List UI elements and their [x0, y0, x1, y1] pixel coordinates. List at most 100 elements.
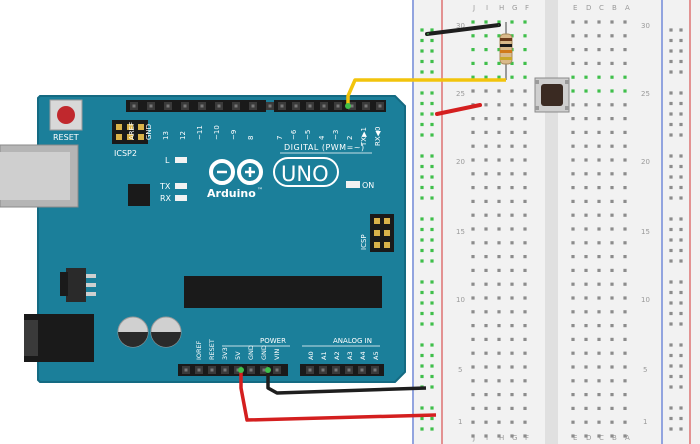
breadboard-hole — [484, 241, 488, 245]
breadboard-hole — [584, 282, 588, 286]
breadboard-hole — [597, 20, 601, 24]
breadboard-hole — [584, 213, 588, 217]
led-rx — [175, 195, 187, 201]
breadboard-hole — [497, 103, 501, 107]
rail-hole — [679, 28, 683, 32]
breadboard-hole — [597, 296, 601, 300]
rail-hole — [679, 185, 683, 190]
breadboard-hole — [610, 34, 614, 38]
breadboard-hole — [584, 351, 588, 355]
wire-end — [345, 103, 351, 109]
pin-label-vin: VIN — [273, 349, 281, 360]
breadboard-hole — [497, 75, 501, 79]
uno-badge — [273, 157, 339, 187]
row-number: 20 — [456, 158, 465, 166]
rail-hole — [669, 38, 673, 43]
wire-black-rail-top[interactable] — [425, 23, 501, 36]
breadboard-hole — [497, 268, 501, 272]
breadboard-hole — [623, 255, 627, 259]
rail-hole — [430, 164, 434, 169]
header-socket-hole — [262, 368, 266, 372]
rail-hole — [420, 49, 424, 53]
breadboard-hole — [510, 186, 514, 190]
breadboard-hole — [484, 379, 488, 383]
push-button-cap[interactable] — [541, 84, 563, 106]
breadboard-hole — [584, 75, 588, 79]
breadboard-hole — [523, 130, 527, 134]
pin-label-12: 12 — [179, 131, 187, 140]
breadboard-hole — [471, 406, 475, 410]
breadboard-hole — [523, 117, 527, 121]
breadboard-hole — [523, 158, 527, 162]
breadboard-hole — [610, 213, 614, 217]
breadboard-hole — [610, 48, 614, 52]
breadboard-hole — [510, 213, 514, 217]
wire-yellow-pin2[interactable] — [346, 78, 506, 108]
breadboard-hole — [497, 379, 501, 383]
rail-hole — [669, 122, 673, 127]
rail-hole — [679, 91, 683, 95]
rail-hole — [420, 175, 424, 179]
breadboard-hole — [484, 351, 488, 355]
breadboard-hole — [571, 61, 575, 65]
rail-hole — [679, 133, 683, 137]
breadboard-hole — [597, 268, 601, 272]
rail-hole — [669, 49, 673, 53]
header-socket-hole — [294, 104, 298, 108]
breadboard-hole — [497, 351, 501, 355]
resistor[interactable] — [499, 22, 513, 80]
breadboard-hole — [584, 393, 588, 397]
rail-hole — [669, 322, 673, 326]
breadboard-hole — [523, 296, 527, 300]
breadboard-hole — [610, 144, 614, 148]
breadboard-hole — [610, 89, 614, 93]
breadboard-hole — [584, 365, 588, 369]
push-button[interactable] — [534, 77, 570, 113]
breadboard-hole — [510, 34, 514, 38]
rail-hole — [669, 91, 673, 95]
col-letter: H — [499, 434, 504, 442]
breadboard-hole — [510, 310, 514, 314]
rail-hole — [420, 122, 424, 127]
arduino-uno-board: RESET ICSP2 AREF GND 13 12 ~11 ~10 ~9 8 … — [0, 95, 406, 383]
breadboard-hole — [523, 420, 527, 424]
breadboard-hole — [571, 213, 575, 217]
breadboard-hole — [571, 144, 575, 148]
usb-connector-inner — [0, 152, 70, 200]
rail-hole — [679, 427, 683, 431]
rail-hole — [420, 343, 424, 347]
breadboard-hole — [510, 20, 514, 24]
col-letter: J — [472, 4, 475, 12]
wire-black-gnd[interactable] — [266, 370, 427, 395]
breadboard-hole — [571, 282, 575, 286]
breadboard-hole — [497, 172, 501, 176]
breadboard-hole — [523, 75, 527, 79]
rail-hole — [669, 343, 673, 347]
digital-header-right-pins — [278, 102, 384, 110]
header-socket-hole — [322, 104, 326, 108]
row-number: 25 — [641, 90, 650, 98]
breadboard-hole — [471, 365, 475, 369]
rail-hole — [679, 364, 683, 368]
rail-hole — [430, 28, 434, 32]
breadboard-hole — [584, 296, 588, 300]
breadboard-hole — [510, 61, 514, 65]
led-on-label: ON — [362, 181, 374, 190]
rail-hole — [430, 154, 434, 158]
breadboard-hole — [523, 365, 527, 369]
wire-red-rail-top[interactable] — [435, 103, 482, 116]
breadboard-hole — [471, 241, 475, 245]
breadboard-hole — [497, 48, 501, 52]
breadboard-hole — [597, 48, 601, 52]
wire-red-5v[interactable] — [239, 370, 437, 422]
reset-button-cap[interactable] — [57, 106, 75, 124]
breadboard-hole — [510, 199, 514, 203]
rail-hole — [430, 374, 434, 379]
breadboard-hole — [571, 365, 575, 369]
breadboard-hole — [571, 393, 575, 397]
col-letter: B — [612, 4, 617, 12]
breadboard-hole — [623, 34, 627, 38]
breadboard-hole — [597, 117, 601, 121]
rail-hole — [669, 259, 673, 263]
breadboard-column-letters: J I H G F E D C B A J I H G F E D C B A — [472, 4, 630, 442]
